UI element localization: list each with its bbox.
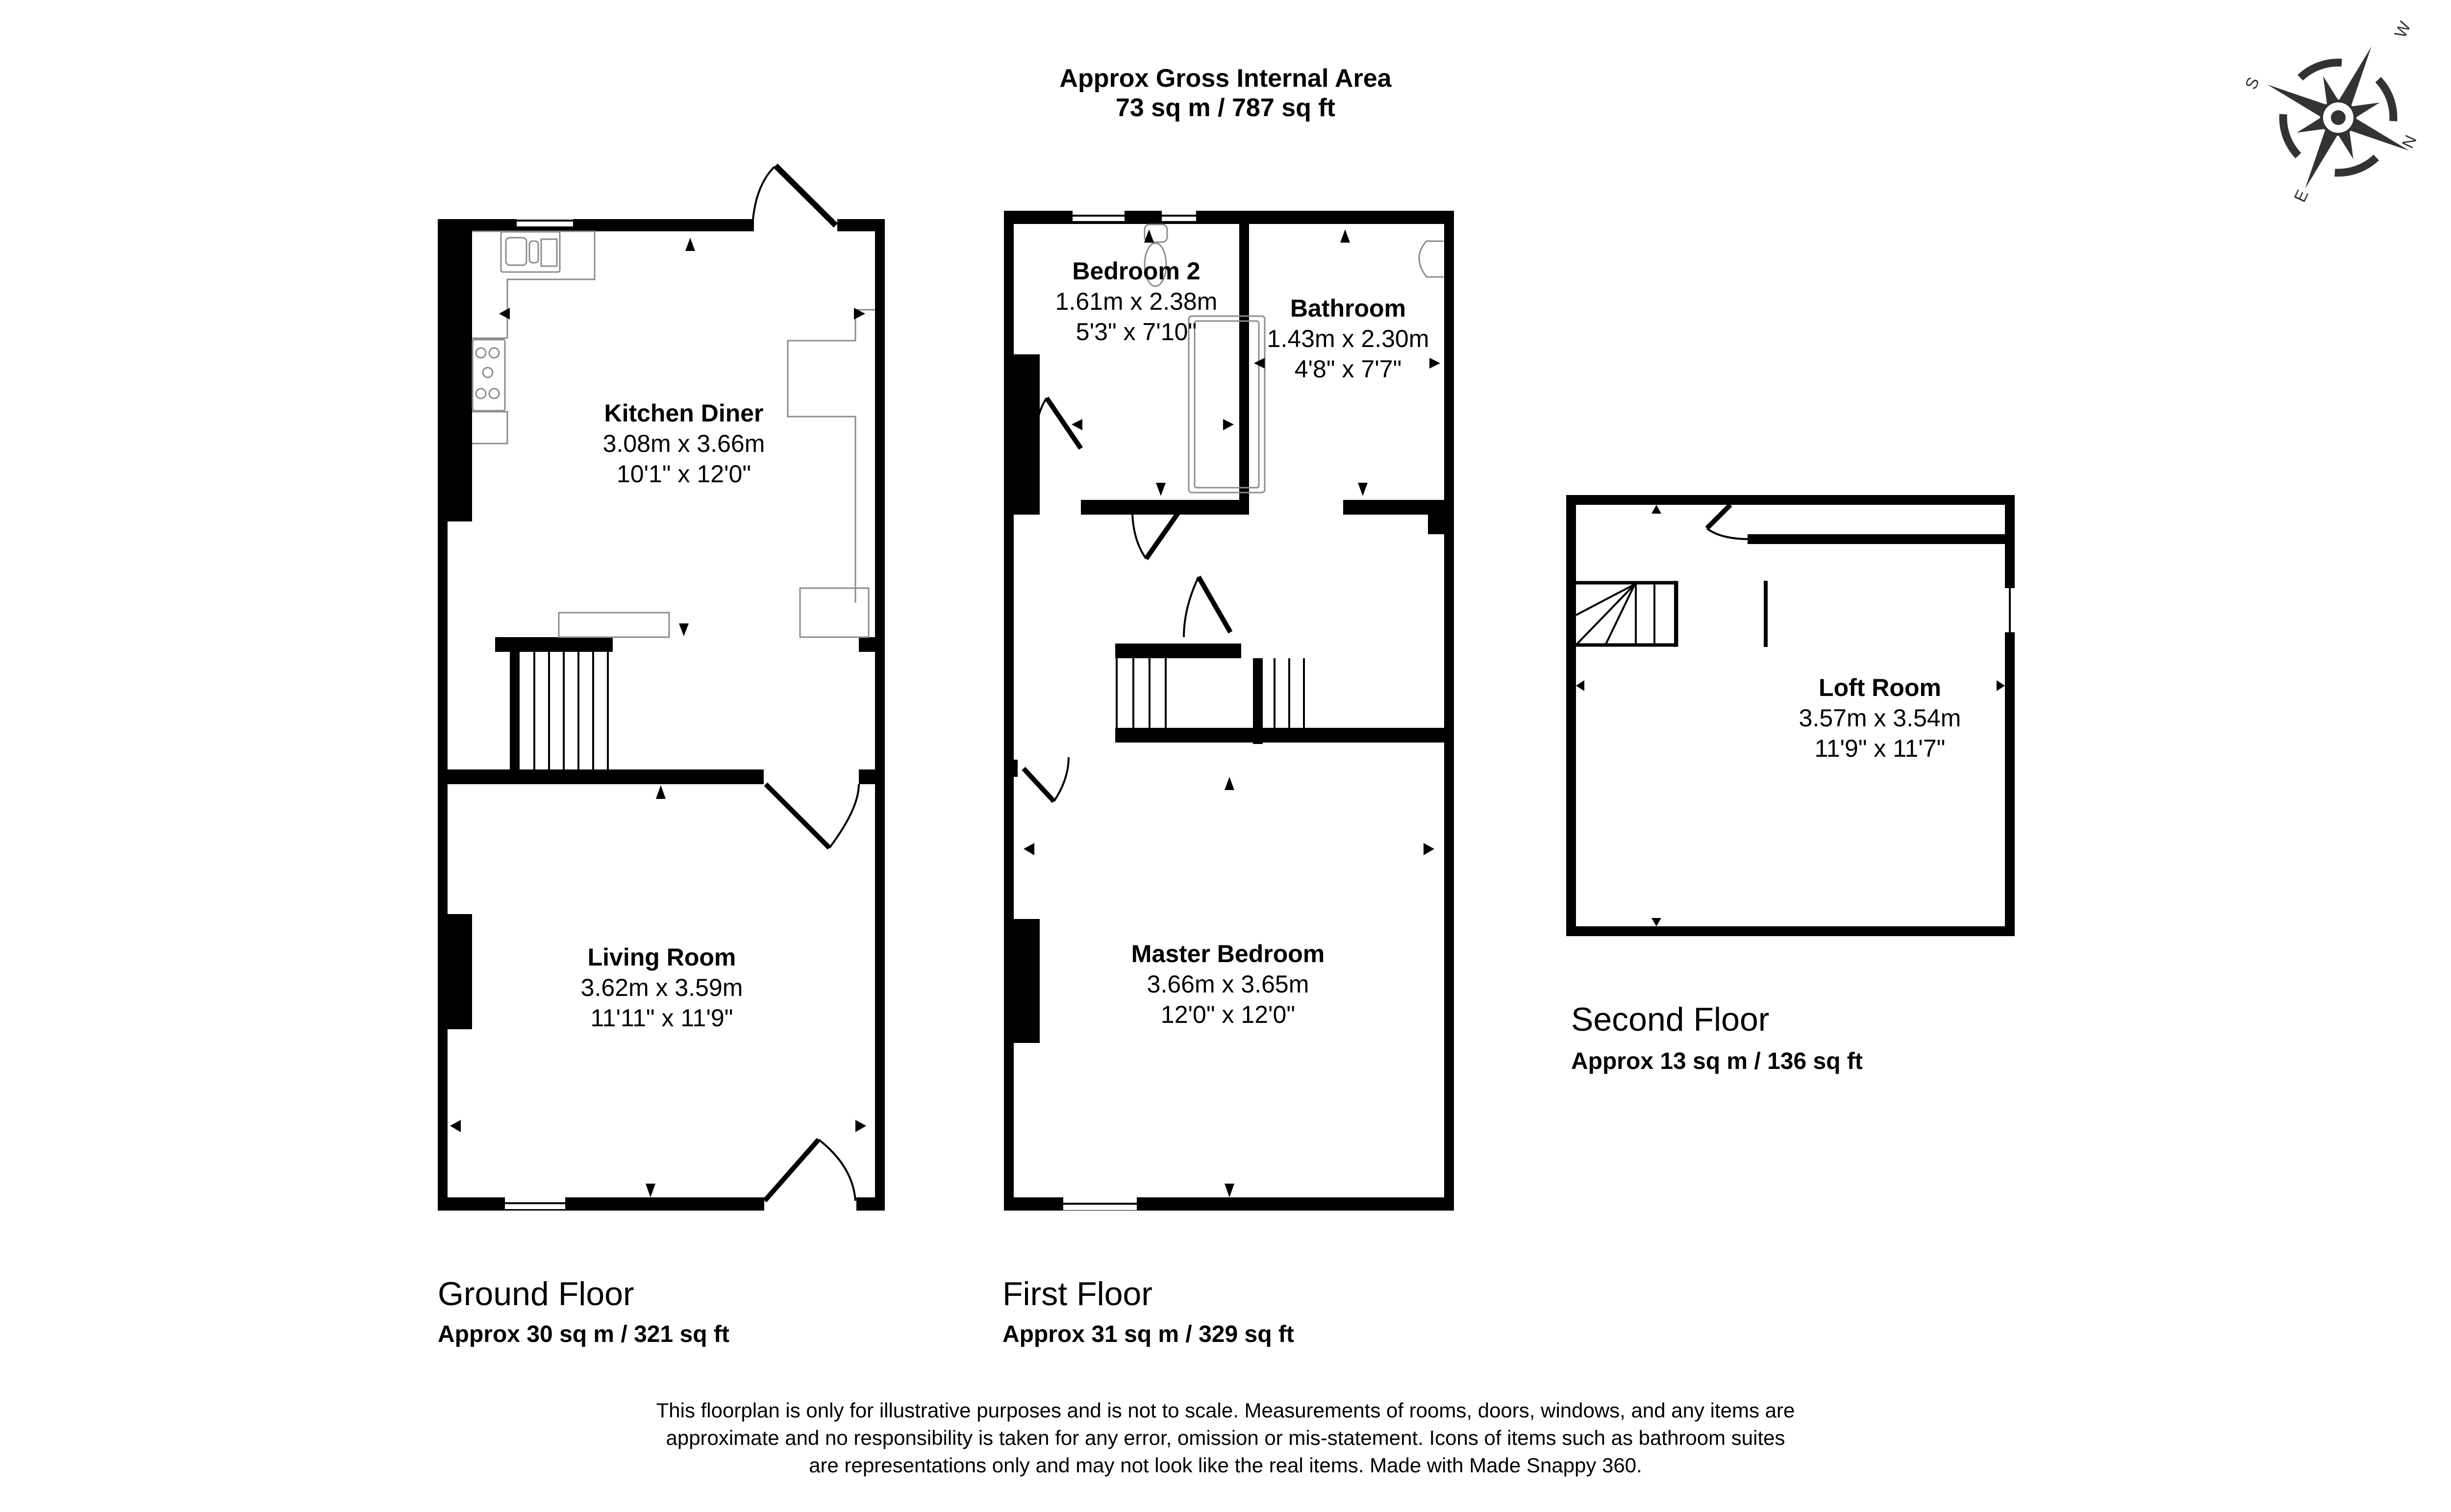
room-name: Kitchen Diner [604, 399, 764, 427]
room-kitchen-diner: Kitchen Diner 3.08m x 3.66m 10'1" x 12'0… [603, 398, 765, 489]
room-name: Bathroom [1290, 295, 1406, 322]
room-dimension-imperial: 10'1" x 12'0" [616, 460, 751, 488]
ground-floor-measure-arrows [450, 238, 866, 1197]
room-dimension-imperial: 11'9" x 11'7" [1814, 735, 1946, 762]
loft-stair-treads [1575, 583, 1655, 646]
gross-internal-area-header: Approx Gross Internal Area 73 sq m / 787… [0, 64, 2451, 123]
room-loft-room: Loft Room 3.57m x 3.54m 11'9" x 11'7" [1799, 672, 1961, 764]
compass-west-label: W [2391, 19, 2415, 41]
room-dimension-metric: 3.08m x 3.66m [602, 430, 765, 457]
compass-north-label: N [2399, 132, 2421, 151]
second-floor-area: Approx 13 sq m / 136 sq ft [1571, 1048, 1863, 1074]
room-dimension-metric: 1.61m x 2.38m [1055, 288, 1218, 315]
loft-window [2005, 588, 2015, 632]
disclaimer-line: are representations only and may not loo… [809, 1454, 1642, 1477]
room-dimension-imperial: 12'0" x 12'0" [1160, 1001, 1296, 1028]
first-floor-title: First Floor [1002, 1275, 1152, 1313]
room-dimension-metric: 1.43m x 2.30m [1267, 325, 1429, 352]
first-floor-doors [1022, 397, 1233, 803]
first-floor-measure-arrows [1024, 229, 1440, 1197]
room-dimension-metric: 3.57m x 3.54m [1799, 704, 1961, 732]
ground-floor-stairs [533, 652, 609, 769]
gross-area-title: Approx Gross Internal Area [1059, 64, 1392, 93]
room-name: Master Bedroom [1131, 940, 1325, 967]
first-floor-windows [1063, 208, 1196, 1210]
first-floor-walls [1004, 211, 1454, 1211]
room-dimension-imperial: 4'8" x 7'7" [1294, 355, 1402, 383]
room-master-bedroom: Master Bedroom 3.66m x 3.65m 12'0" x 12'… [1131, 939, 1325, 1030]
compass-south-label: S [2242, 74, 2263, 93]
ground-floor-windows [505, 215, 573, 1209]
room-dimension-imperial: 11'11" x 11'9" [590, 1004, 733, 1032]
gross-area-value: 73 sq m / 787 sq ft [1116, 94, 1335, 122]
ground-floor-walls [438, 219, 885, 1211]
room-name: Loft Room [1819, 674, 1941, 701]
ground-floor-plan [438, 163, 885, 1211]
compass-rose-icon: W S N E [2242, 19, 2421, 205]
loft-cupboard-door [1705, 503, 1751, 540]
kitchen-fixtures [472, 230, 875, 638]
bathroom-fixtures [1144, 223, 1444, 494]
second-floor-plan [1566, 495, 2015, 936]
loft-stairs [1576, 581, 1678, 647]
room-name: Living Room [587, 943, 736, 971]
disclaimer-text: This floorplan is only for illustrative … [588, 1397, 1863, 1479]
room-bathroom: Bathroom 1.43m x 2.30m 4'8" x 7'7" [1267, 293, 1429, 384]
first-floor-area: Approx 31 sq m / 329 sq ft [1002, 1321, 1294, 1347]
disclaimer-line: This floorplan is only for illustrative … [656, 1399, 1795, 1422]
room-dimension-imperial: 5'3" x 7'10" [1075, 318, 1197, 346]
room-bedroom-2: Bedroom 2 1.61m x 2.38m 5'3" x 7'10" [1055, 256, 1218, 347]
room-dimension-metric: 3.66m x 3.65m [1147, 970, 1309, 998]
first-floor-plan [1004, 208, 1454, 1211]
first-floor-stairs [1116, 658, 1305, 728]
room-living-room: Living Room 3.62m x 3.59m 11'11" x 11'9" [581, 942, 743, 1033]
second-floor-title: Second Floor [1571, 1001, 1770, 1038]
ground-floor-doors [751, 163, 860, 1203]
room-name: Bedroom 2 [1072, 257, 1200, 285]
compass-east-label: E [2291, 187, 2312, 205]
ground-floor-title: Ground Floor [438, 1275, 634, 1313]
disclaimer-line: approximate and no responsibility is tak… [666, 1426, 1785, 1449]
ground-floor-area: Approx 30 sq m / 321 sq ft [438, 1321, 729, 1347]
room-dimension-metric: 3.62m x 3.59m [580, 974, 743, 1001]
second-floor-measure-arrows [1576, 505, 2005, 926]
